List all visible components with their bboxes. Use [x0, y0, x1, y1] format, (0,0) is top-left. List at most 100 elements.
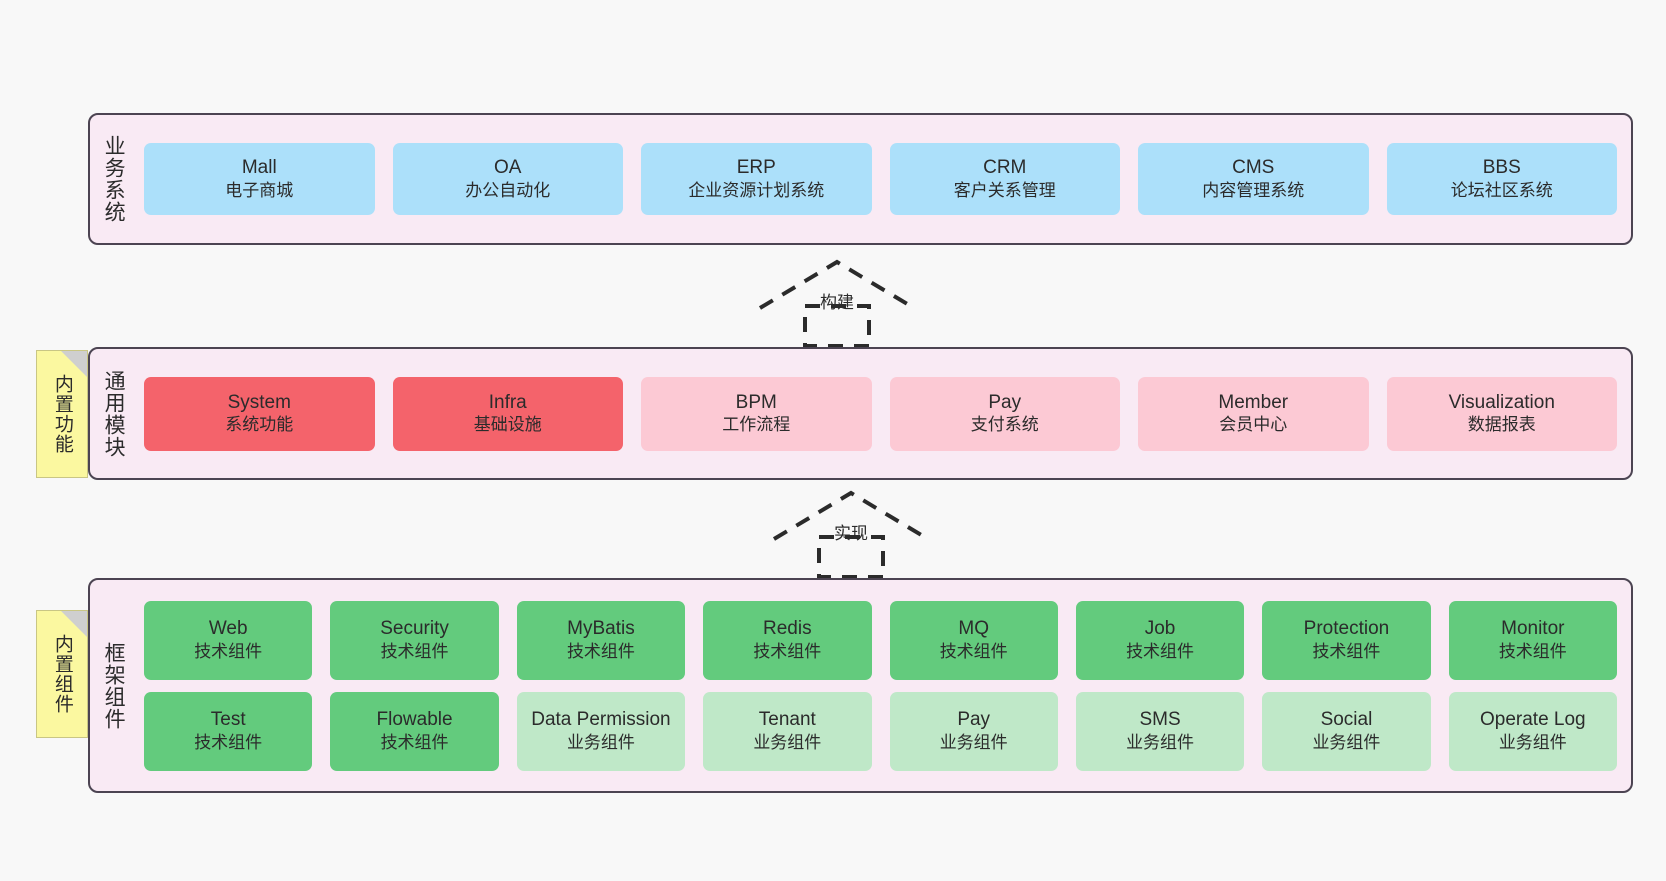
layer-body-common: System 系统功能 Infra 基础设施 BPM 工作流程 Pay 支付系统…	[136, 349, 1631, 478]
node-test[interactable]: Test 技术组件	[144, 691, 313, 771]
node-visualization-name: Visualization	[1448, 391, 1555, 413]
node-mybatis-name: MyBatis	[567, 618, 635, 640]
node-web-sub: 技术组件	[194, 641, 263, 661]
node-bpm-name: BPM	[735, 391, 777, 413]
layer-title-common: 通用模块	[102, 369, 126, 458]
node-member-sub: 会员中心	[1219, 415, 1288, 435]
node-operate-log-sub: 业务组件	[1498, 732, 1567, 752]
node-protection[interactable]: Protection 技术组件	[1262, 600, 1431, 680]
node-crm[interactable]: CRM 客户关系管理	[889, 143, 1120, 215]
layer-framework-components: 框架组件 Web 技术组件 Security 技术组件 MyBatis 技术组件…	[88, 578, 1633, 793]
sticky-fold-icon	[61, 351, 87, 377]
node-web-name: Web	[208, 618, 248, 640]
node-pay-module-name: Pay	[988, 391, 1022, 413]
node-test-name: Test	[210, 709, 246, 731]
node-social-name: Social	[1320, 709, 1373, 731]
node-security[interactable]: Security 技术组件	[330, 600, 499, 680]
node-row-common: System 系统功能 Infra 基础设施 BPM 工作流程 Pay 支付系统…	[144, 376, 1617, 451]
sticky-fold-icon	[61, 611, 87, 637]
node-visualization-sub: 数据报表	[1467, 415, 1536, 435]
node-social[interactable]: Social 业务组件	[1262, 691, 1431, 771]
layer-business-systems: 业务系统 Mall 电子商城 OA 办公自动化 ERP 企业资源计划系统 CRM	[88, 113, 1633, 245]
node-data-permission-name: Data Permission	[531, 709, 671, 731]
node-mybatis-sub: 技术组件	[566, 641, 635, 661]
node-system-name: System	[227, 391, 291, 413]
node-pay-component-sub: 业务组件	[939, 732, 1008, 752]
node-infra[interactable]: Infra 基础设施	[392, 376, 623, 451]
node-crm-name: CRM	[983, 157, 1027, 179]
node-redis-sub: 技术组件	[753, 641, 822, 661]
sticky-note-builtin-components: 内置组件	[36, 610, 88, 738]
sticky-note-builtin-features: 内置功能	[36, 350, 88, 478]
node-operate-log[interactable]: Operate Log 业务组件	[1448, 691, 1617, 771]
node-system-sub: 系统功能	[225, 415, 294, 435]
node-sms-sub: 业务组件	[1126, 732, 1195, 752]
node-erp[interactable]: ERP 企业资源计划系统	[641, 143, 872, 215]
node-pay-module-sub: 支付系统	[970, 415, 1039, 435]
node-monitor[interactable]: Monitor 技术组件	[1448, 600, 1617, 680]
node-job[interactable]: Job 技术组件	[1075, 600, 1245, 680]
node-protection-sub: 技术组件	[1312, 641, 1381, 661]
node-member[interactable]: Member 会员中心	[1138, 376, 1369, 451]
node-mall-sub: 电子商城	[225, 180, 294, 200]
node-crm-sub: 客户关系管理	[953, 180, 1056, 200]
sticky-note-builtin-features-label: 内置功能	[51, 374, 73, 454]
node-oa-name: OA	[494, 157, 522, 179]
node-oa[interactable]: OA 办公自动化	[392, 143, 623, 215]
node-infra-name: Infra	[488, 391, 527, 413]
node-erp-name: ERP	[736, 157, 776, 179]
node-mybatis[interactable]: MyBatis 技术组件	[516, 600, 686, 680]
node-bbs-sub: 论坛社区系统	[1450, 180, 1553, 200]
node-redis[interactable]: Redis 技术组件	[703, 600, 872, 680]
node-bbs-name: BBS	[1482, 157, 1521, 179]
node-web[interactable]: Web 技术组件	[144, 600, 313, 680]
node-flowable-name: Flowable	[376, 709, 453, 731]
node-mq[interactable]: MQ 技术组件	[889, 600, 1058, 680]
node-bpm[interactable]: BPM 工作流程	[641, 376, 872, 451]
layer-title-business: 业务系统	[102, 135, 126, 223]
node-job-name: Job	[1144, 618, 1176, 640]
node-sms[interactable]: SMS 业务组件	[1075, 691, 1245, 771]
connector-build-label: 构建	[820, 293, 854, 312]
layer-body-framework: Web 技术组件 Security 技术组件 MyBatis 技术组件 Redi…	[136, 580, 1631, 791]
node-erp-sub: 企业资源计划系统	[688, 180, 825, 200]
layer-body-business: Mall 电子商城 OA 办公自动化 ERP 企业资源计划系统 CRM 客户关系…	[136, 115, 1631, 243]
node-mall[interactable]: Mall 电子商城	[144, 143, 375, 215]
node-job-sub: 技术组件	[1126, 641, 1195, 661]
layer-common-modules: 通用模块 System 系统功能 Infra 基础设施 BPM 工作流程 Pay	[88, 347, 1633, 480]
node-cms-sub: 内容管理系统	[1202, 180, 1305, 200]
node-cms[interactable]: CMS 内容管理系统	[1138, 143, 1369, 215]
node-tenant-sub: 业务组件	[753, 732, 822, 752]
node-pay-module[interactable]: Pay 支付系统	[889, 376, 1120, 451]
node-bbs[interactable]: BBS 论坛社区系统	[1386, 143, 1617, 215]
node-flowable[interactable]: Flowable 技术组件	[330, 691, 499, 771]
node-data-permission-sub: 业务组件	[566, 732, 635, 752]
node-security-sub: 技术组件	[380, 641, 449, 661]
node-redis-name: Redis	[763, 618, 812, 640]
node-visualization[interactable]: Visualization 数据报表	[1386, 376, 1617, 451]
node-mq-sub: 技术组件	[939, 641, 1008, 661]
node-member-name: Member	[1218, 391, 1289, 413]
node-mq-name: MQ	[958, 618, 989, 640]
connector-implement-arrow: 实现	[762, 487, 940, 579]
node-data-permission[interactable]: Data Permission 业务组件	[516, 691, 686, 771]
connector-implement-label: 实现	[834, 524, 868, 543]
node-security-name: Security	[380, 618, 449, 640]
node-social-sub: 业务组件	[1312, 732, 1381, 752]
node-operate-log-name: Operate Log	[1479, 709, 1586, 731]
node-tenant[interactable]: Tenant 业务组件	[703, 691, 872, 771]
node-system[interactable]: System 系统功能	[144, 376, 375, 451]
node-tenant-name: Tenant	[758, 709, 816, 731]
node-cms-name: CMS	[1232, 157, 1275, 179]
sticky-note-builtin-components-label: 内置组件	[51, 634, 73, 714]
node-sms-name: SMS	[1139, 709, 1181, 731]
node-monitor-name: Monitor	[1501, 618, 1565, 640]
node-pay-component-name: Pay	[957, 709, 991, 731]
node-row-framework-tech: Web 技术组件 Security 技术组件 MyBatis 技术组件 Redi…	[144, 600, 1617, 680]
node-oa-sub: 办公自动化	[465, 180, 551, 200]
node-monitor-sub: 技术组件	[1498, 641, 1567, 661]
node-pay-component[interactable]: Pay 业务组件	[889, 691, 1058, 771]
node-infra-sub: 基础设施	[473, 415, 542, 435]
node-row-business: Mall 电子商城 OA 办公自动化 ERP 企业资源计划系统 CRM 客户关系…	[144, 143, 1617, 215]
